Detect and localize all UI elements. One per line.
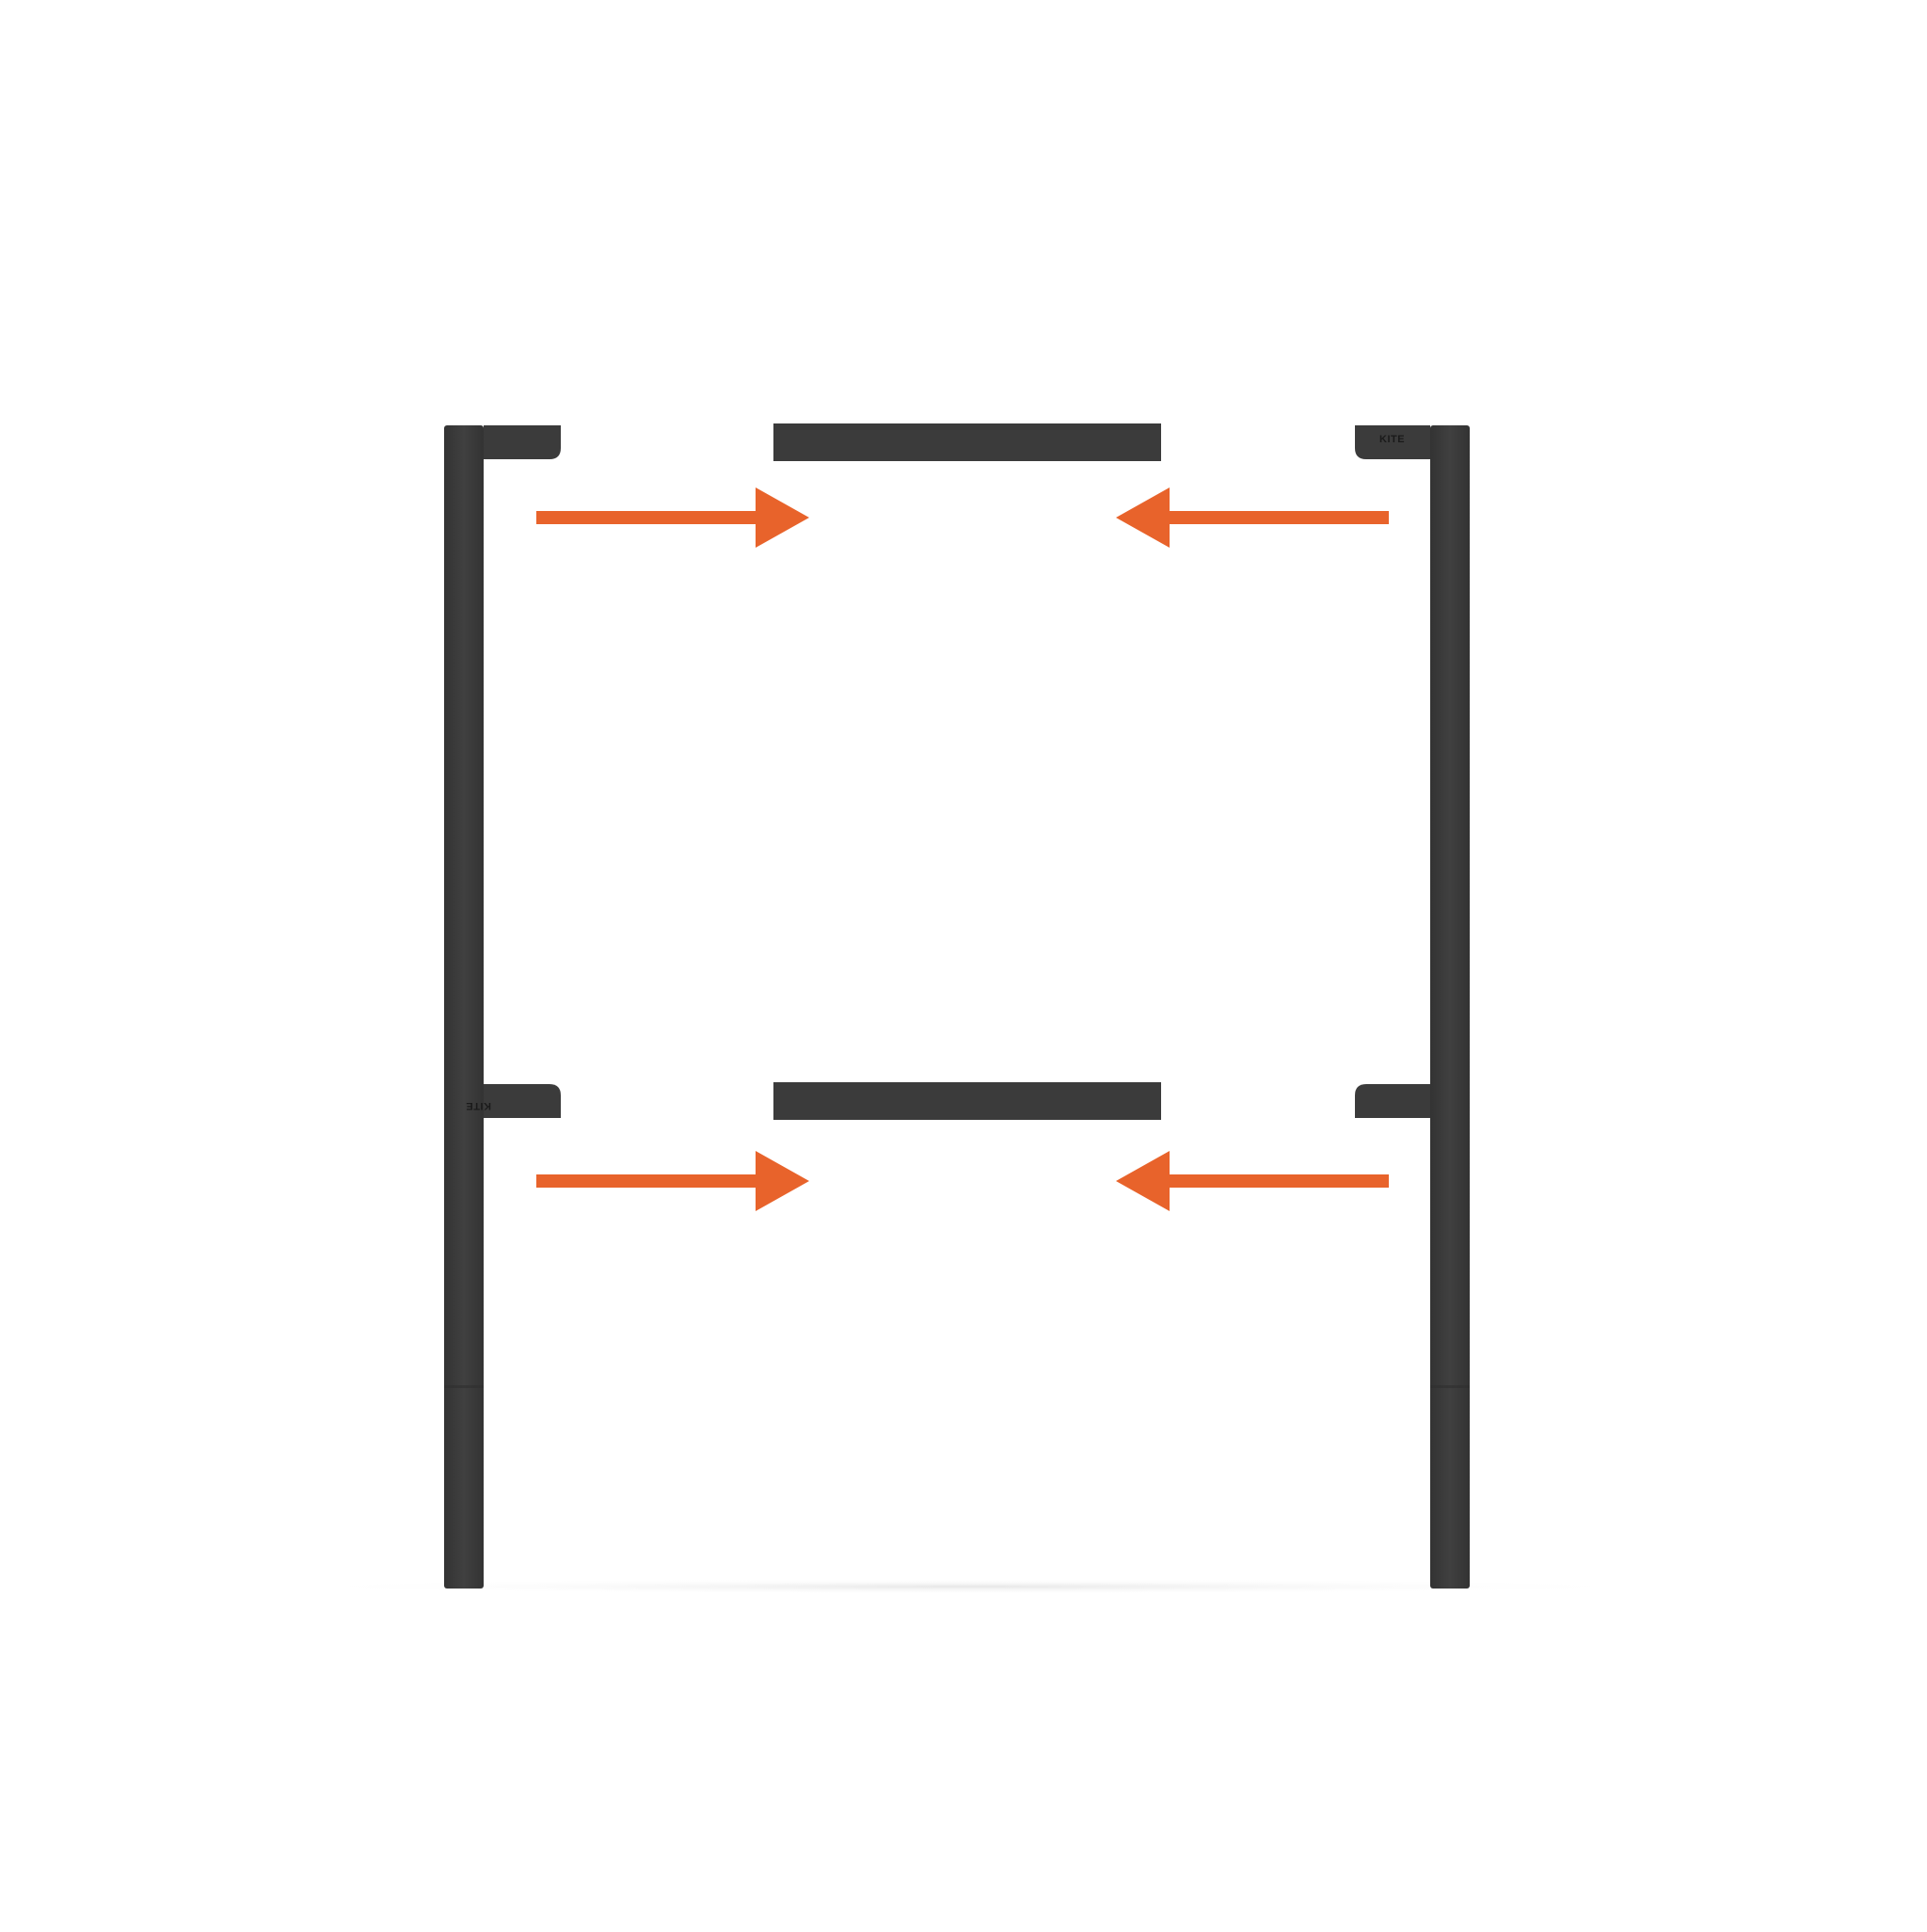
left-post <box>444 425 484 1589</box>
arrow-right-icon <box>536 487 809 548</box>
right-upper-bracket <box>1355 425 1430 459</box>
left-lower-brand-mark: KITE <box>466 1100 491 1111</box>
upper-crossbar <box>773 423 1161 461</box>
arrow-left-icon <box>1116 487 1389 548</box>
upper-right-arrow <box>1116 487 1389 548</box>
right-post <box>1430 425 1470 1589</box>
left-lower-bracket <box>484 1084 561 1118</box>
right-upper-brand-mark: KITE <box>1379 434 1405 445</box>
lower-left-arrow <box>536 1151 809 1211</box>
right-lower-bracket <box>1355 1084 1430 1118</box>
lower-crossbar <box>773 1082 1161 1120</box>
left-upper-bracket <box>484 425 561 459</box>
ground-shadow <box>273 1579 1665 1594</box>
upper-left-arrow <box>536 487 809 548</box>
lower-right-arrow <box>1116 1151 1389 1211</box>
arrow-left-icon <box>1116 1151 1389 1211</box>
arrow-right-icon <box>536 1151 809 1211</box>
